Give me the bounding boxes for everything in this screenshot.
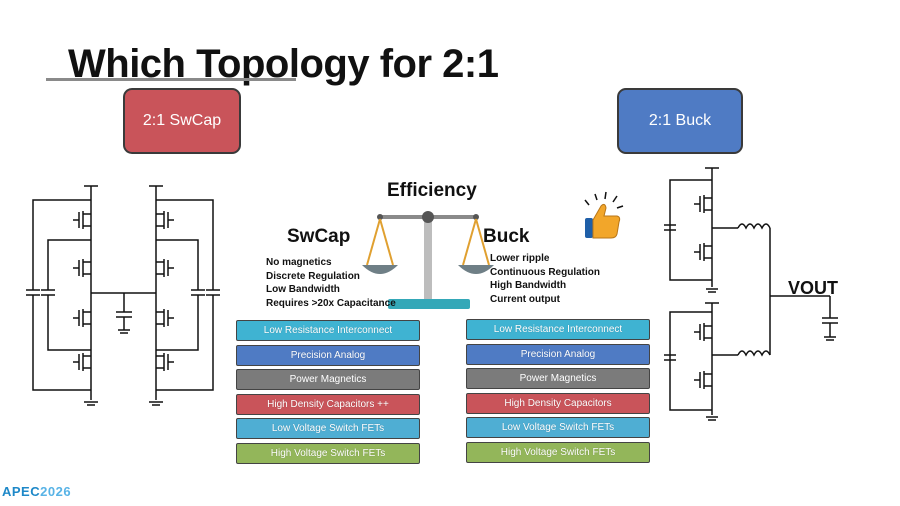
buck-header-label: 2:1 Buck [648,112,712,129]
swcap-note: Requires >20x Capacitance [266,297,396,309]
buck-layer: High Density Capacitors [466,392,650,414]
buck-layer: Precision Analog [466,343,650,365]
title-underline [46,78,296,81]
swcap-tech-stack: Low Resistance Interconnect Precision An… [236,320,420,467]
apec-logo: APEC2026 [2,484,71,499]
swcap-layer: Precision Analog [236,344,420,366]
balance-scale-icon [362,211,494,309]
swcap-note: No magnetics [266,257,332,268]
buck-header-box: 2:1 Buck [617,88,743,154]
swcap-note: Discrete Regulation [266,270,360,282]
buck-note: Continuous Regulation [490,266,600,278]
swcap-note: Low Bandwidth [266,284,340,296]
buck-layer: High Voltage Switch FETs [466,441,650,463]
buck-label: Buck [483,226,530,247]
buck-note: High Bandwidth [490,280,567,292]
swcap-schematic [26,185,220,406]
swcap-layer: High Density Capacitors ++ [236,393,420,415]
efficiency-label: Efficiency [387,180,477,201]
buck-note: Current output [490,293,560,305]
buck-layer: Power Magnetics [466,368,650,389]
buck-schematic [664,167,838,421]
swcap-layer: Power Magnetics [236,369,420,390]
swcap-header-box: 2:1 SwCap [123,88,241,154]
swcap-label: SwCap [287,226,351,247]
swcap-layer: Low Resistance Interconnect [236,320,420,341]
apec-logo-year: 2026 [40,484,72,499]
buck-note: Lower ripple [490,253,550,264]
buck-tech-stack: Low Resistance Interconnect Precision An… [466,319,650,466]
buck-layer: Low Resistance Interconnect [466,319,650,340]
buck-layer: Low Voltage Switch FETs [466,417,650,438]
swcap-header-label: 2:1 SwCap [142,112,222,129]
vout-label: VOUT [788,278,839,298]
swcap-layer: Low Voltage Switch FETs [236,418,420,439]
thumbs-up-icon [584,191,624,239]
swcap-layer: High Voltage Switch FETs [236,442,420,464]
buck-notes: Lower ripple Continuous Regulation High … [490,252,600,306]
swcap-notes: No magnetics Discrete Regulation Low Ban… [266,256,396,310]
apec-logo-text: APEC [2,484,41,499]
